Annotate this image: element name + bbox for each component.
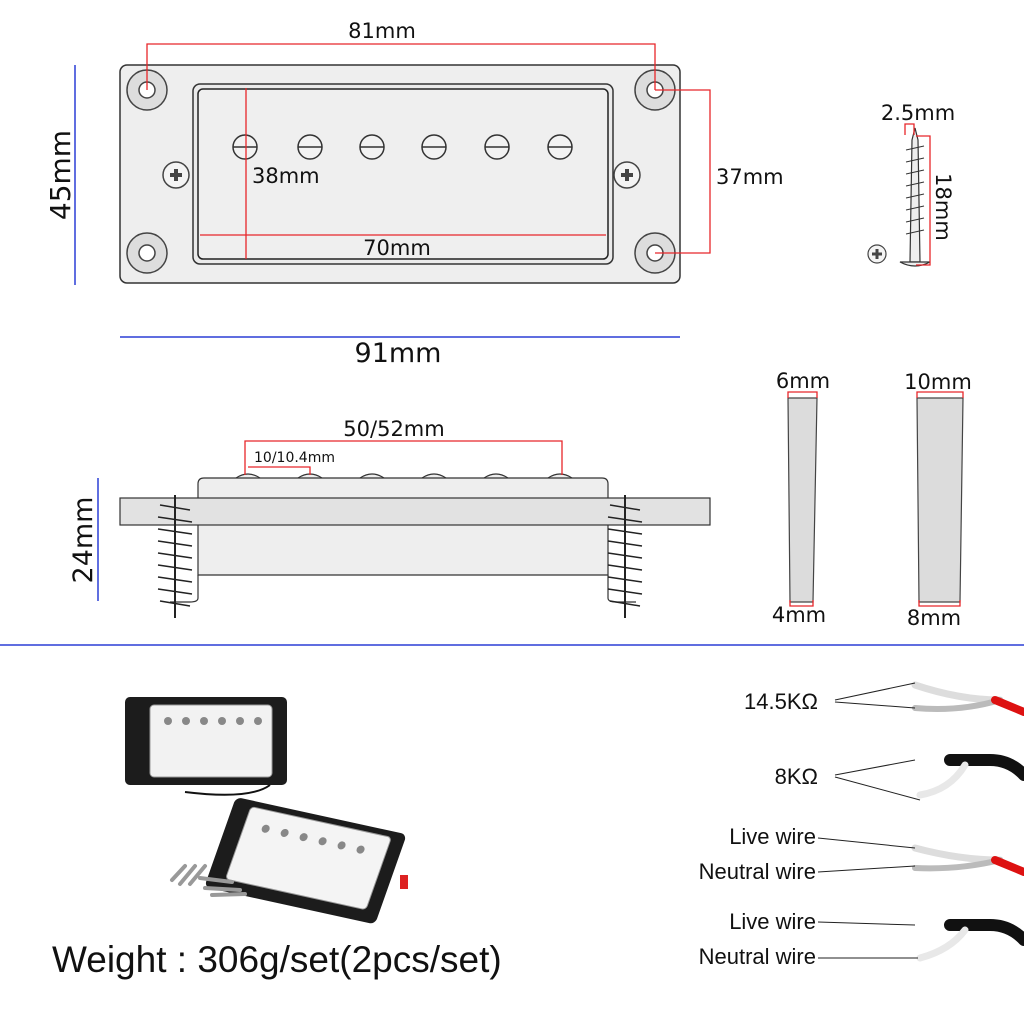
product-photo	[125, 697, 408, 924]
dim-10-10-4mm: 10/10.4mm	[254, 450, 335, 466]
wedge-2-bottom: 8mm	[907, 606, 961, 630]
mounting-screws	[170, 864, 247, 897]
dim-45mm: 45mm	[44, 130, 77, 220]
resistance-14-5k: 14.5KΩ	[744, 689, 818, 714]
wedge-1-top: 6mm	[776, 369, 830, 393]
phillips-screw-icon	[162, 161, 641, 189]
resistance-8k: 8KΩ	[775, 764, 818, 789]
blue-dimension-lines	[74, 65, 680, 338]
neutral-wire-1: Neutral wire	[699, 859, 816, 884]
top-view: 81mm 45mm 38mm 70mm 37mm 91mm	[44, 19, 784, 369]
side-view: 50/52mm 10/10.4mm 24mm	[68, 417, 711, 618]
pole-screws	[232, 134, 573, 160]
neutral-wire-2: Neutral wire	[699, 944, 816, 969]
wiring-diagram: 14.5KΩ 8KΩ Live wire Neutral wire Live w…	[699, 681, 1024, 969]
mounting-holes	[126, 69, 676, 274]
screw-view: 2.5mm 18mm	[867, 101, 955, 267]
red-dimension-lines	[146, 43, 711, 259]
dim-81mm: 81mm	[348, 19, 416, 43]
wedges: 6mm 4mm 10mm 8mm	[772, 369, 972, 630]
wedge-1-bottom: 4mm	[772, 603, 826, 627]
dim-91mm: 91mm	[355, 338, 442, 369]
weight-label: Weight : 306g/set(2pcs/set)	[52, 939, 502, 980]
dim-50-52mm: 50/52mm	[343, 417, 444, 441]
live-wire-2: Live wire	[729, 909, 816, 934]
dim-37mm: 37mm	[716, 165, 784, 189]
dim-38mm: 38mm	[252, 164, 320, 188]
dim-2-5mm: 2.5mm	[881, 101, 955, 125]
wedge-2-top: 10mm	[904, 370, 972, 394]
springs	[157, 495, 643, 618]
dim-18mm: 18mm	[931, 173, 955, 241]
pickup-cover-inner	[197, 88, 609, 260]
screw-head-icon	[867, 244, 887, 264]
live-wire-1: Live wire	[729, 824, 816, 849]
dim-24mm: 24mm	[68, 497, 99, 584]
dim-70mm: 70mm	[363, 236, 431, 260]
